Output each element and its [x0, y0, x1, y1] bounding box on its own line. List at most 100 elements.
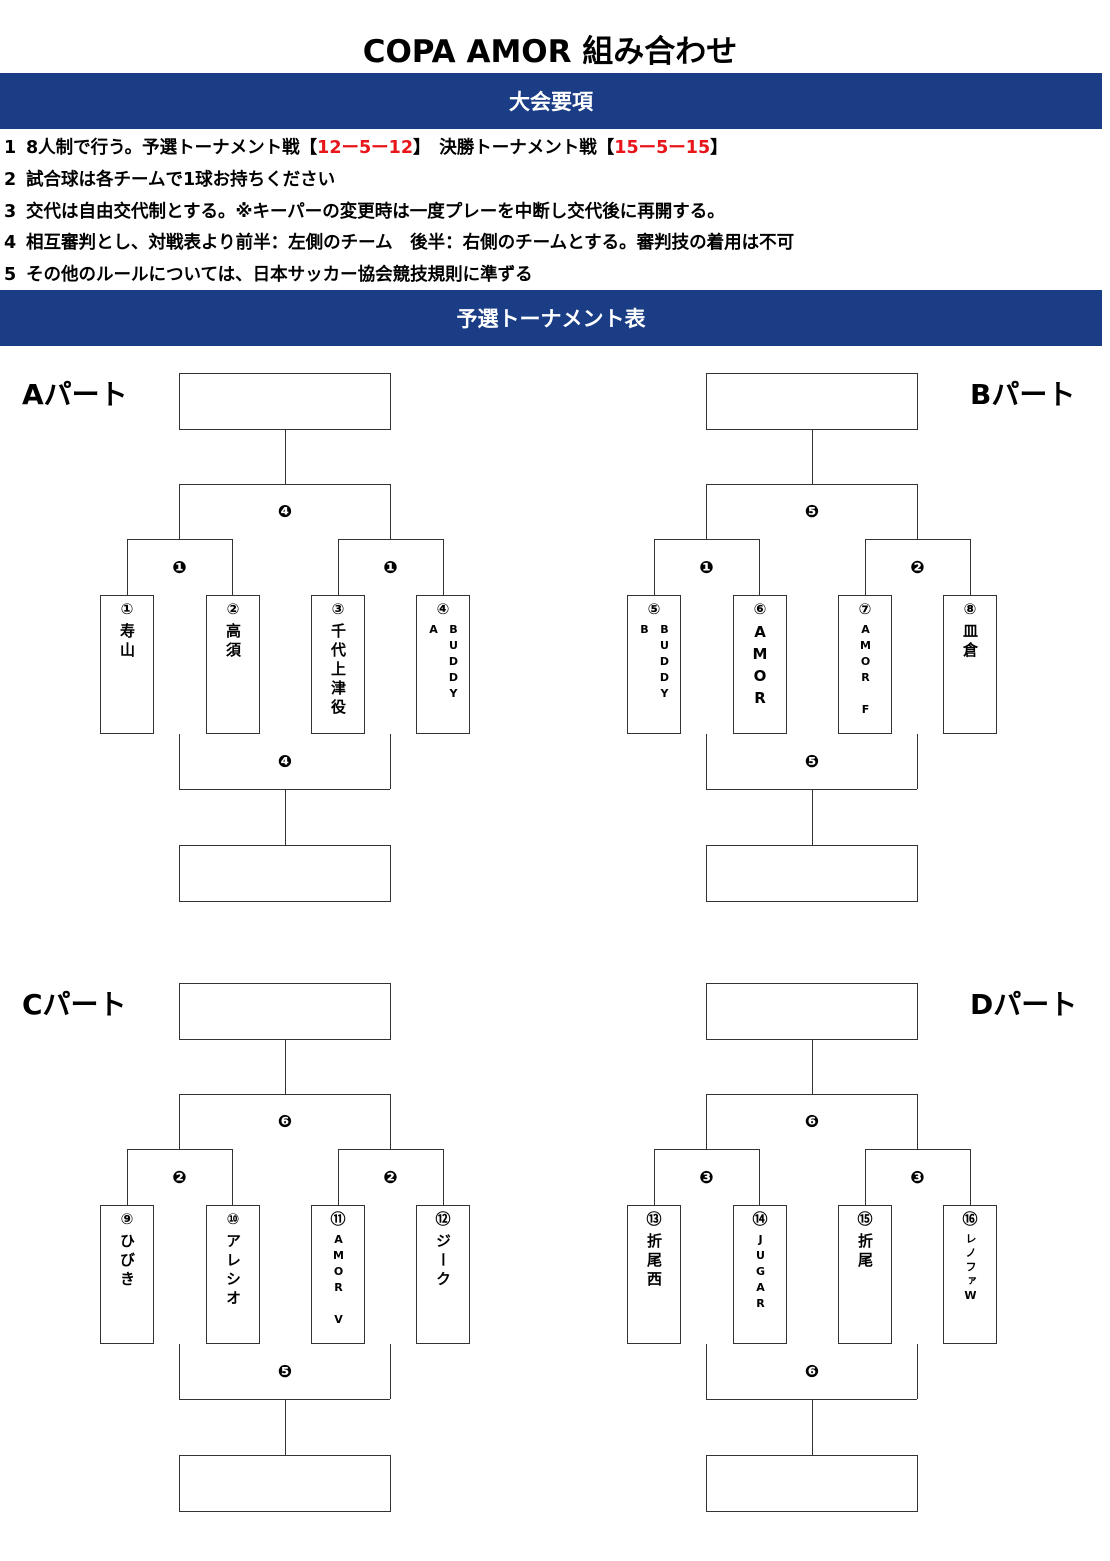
team-name: BUDDY A	[427, 623, 460, 703]
result-box[interactable]	[179, 845, 391, 902]
bracket-line	[127, 1149, 128, 1205]
bracket-line	[706, 1094, 707, 1150]
court-number-semi: ❶	[172, 558, 187, 578]
rule-number: 2	[4, 169, 17, 190]
team-name: レノファW	[964, 1233, 977, 1305]
rule-number: 5	[4, 265, 17, 286]
bracket-line	[917, 484, 918, 540]
winner-box[interactable]	[706, 373, 918, 430]
bracket-line	[127, 539, 128, 595]
bracket-line	[179, 1344, 180, 1399]
bracket-line	[812, 429, 813, 485]
bracket-line	[654, 539, 655, 595]
team-box: ③ 千代上津役	[311, 595, 365, 734]
team-seed: ⑪	[330, 1210, 346, 1228]
bracket-line	[179, 789, 390, 790]
court-number-bottom: ❹	[277, 752, 293, 772]
bracket-line	[812, 1039, 813, 1095]
bracket-line	[706, 484, 707, 540]
court-number-semi: ❷	[383, 1168, 398, 1188]
team-seed: ⑫	[435, 1210, 451, 1228]
team-seed: ①	[120, 600, 134, 618]
rule-text: その他のルールについては、日本サッカー協会競技規則に準ずる	[26, 265, 533, 286]
page-title: COPA AMOR 組み合わせ	[362, 34, 738, 70]
team-name: AMOR F	[859, 623, 872, 719]
bracket-line	[179, 1399, 390, 1400]
bracket-line	[443, 539, 444, 595]
court-number-final: ❺	[804, 502, 820, 522]
result-box[interactable]	[179, 1455, 391, 1512]
bracket-line	[654, 1149, 759, 1150]
team-seed: ⑥	[753, 600, 767, 618]
bracket-line	[706, 789, 917, 790]
bracket-line	[390, 734, 391, 789]
team-name: BUDDY B	[638, 623, 671, 703]
court-number-bottom: ❺	[804, 752, 820, 772]
result-box[interactable]	[706, 845, 918, 902]
bracket-line	[232, 1149, 233, 1205]
rule-text: 】 決勝トーナメント戦【	[413, 138, 615, 158]
bracket-line	[917, 734, 918, 789]
team-seed: ⑨	[120, 1210, 134, 1228]
court-number-semi: ❷	[910, 558, 925, 578]
bracket-line	[338, 539, 339, 595]
team-name: 折尾	[856, 1233, 874, 1271]
rules-banner: 大会要項	[0, 73, 1102, 129]
rule-score-format: 15ー5ー15	[614, 138, 711, 158]
team-name: 皿倉	[961, 623, 979, 661]
bracket-line	[179, 734, 180, 789]
bracket-line	[338, 1149, 339, 1205]
bracket-banner: 予選トーナメント表	[0, 290, 1102, 346]
part-label: Dパート	[970, 988, 1078, 1021]
team-seed: ⑤	[647, 600, 661, 618]
team-seed: ②	[226, 600, 240, 618]
bracket-line	[865, 1149, 970, 1150]
bracket-line	[706, 734, 707, 789]
team-seed: ④	[436, 600, 450, 618]
bracket-line	[285, 1399, 286, 1455]
bracket-line	[759, 1149, 760, 1205]
bracket-line	[232, 539, 233, 595]
team-name: 千代上津役	[329, 623, 347, 718]
team-name: ジーク	[434, 1233, 452, 1290]
bracket-line	[812, 1399, 813, 1455]
rule-number: 1	[4, 138, 17, 158]
bracket-line	[970, 1149, 971, 1205]
bracket-line	[285, 789, 286, 845]
bracket-line	[179, 1094, 180, 1150]
bracket-line	[812, 789, 813, 845]
team-seed: ⑦	[858, 600, 872, 618]
bracket-line	[390, 484, 391, 540]
team-seed: ③	[331, 600, 345, 618]
bracket-line	[865, 539, 866, 595]
winner-box[interactable]	[706, 983, 918, 1040]
court-number-semi: ❶	[699, 558, 714, 578]
bracket-line	[706, 1399, 917, 1400]
court-number-final: ❻	[804, 1112, 820, 1132]
team-box: ⑦ AMOR F	[838, 595, 892, 734]
rule-number: 4	[4, 233, 17, 254]
bracket-line	[759, 539, 760, 595]
court-number-bottom: ❻	[804, 1362, 820, 1382]
rule-text: 】	[710, 138, 728, 158]
team-seed: ⑯	[962, 1210, 978, 1228]
court-number-semi: ❸	[910, 1168, 925, 1188]
bracket-line	[865, 539, 970, 540]
bracket-line	[285, 429, 286, 485]
result-box[interactable]	[706, 1455, 918, 1512]
rule-score-format: 12ー5ー12	[317, 138, 414, 158]
team-name: AMOR V	[332, 1233, 345, 1329]
bracket-line	[706, 1094, 917, 1095]
team-box: ⑯ レノファW	[943, 1205, 997, 1344]
bracket-line	[390, 1344, 391, 1399]
winner-box[interactable]	[179, 983, 391, 1040]
bracket-line	[338, 539, 443, 540]
team-name: 寿山	[118, 623, 136, 661]
winner-box[interactable]	[179, 373, 391, 430]
